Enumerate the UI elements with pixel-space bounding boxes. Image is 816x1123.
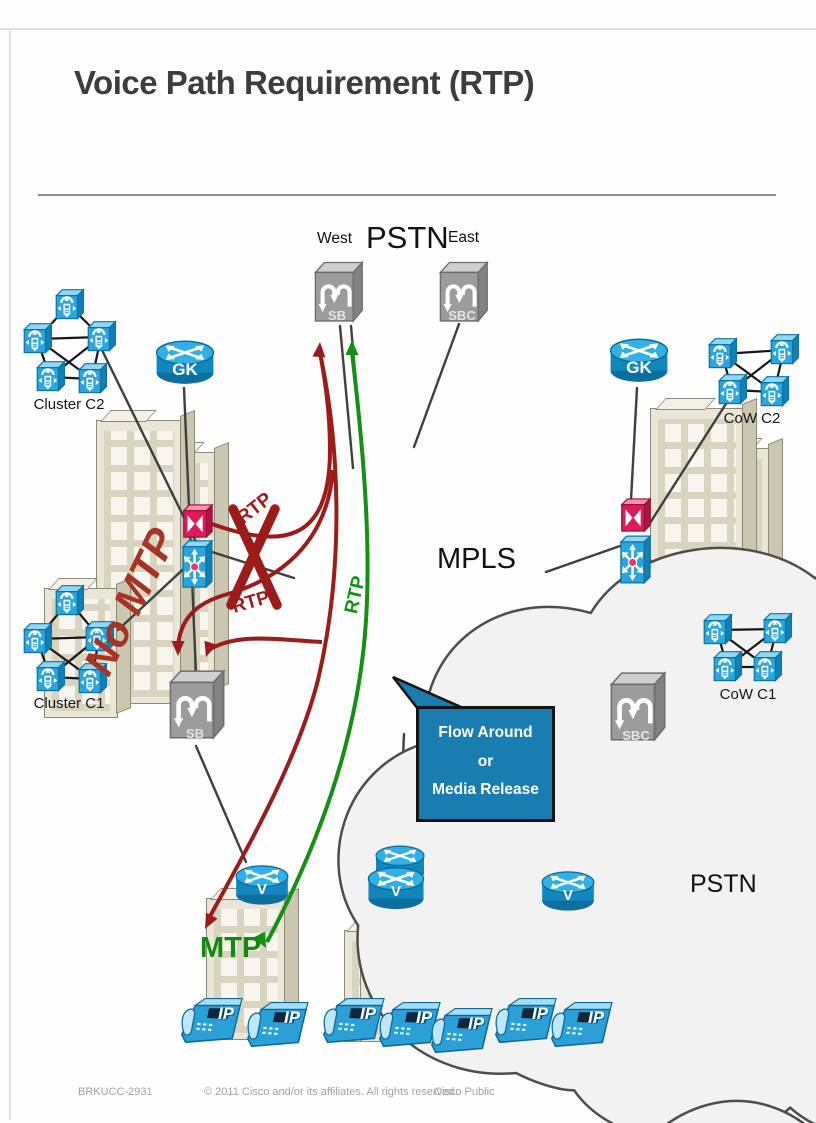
- mtp-annotation: MTP: [200, 932, 262, 964]
- flow-around-callout: Flow Around or Media Release: [416, 706, 555, 822]
- pstn-bottom-label: PSTN: [690, 870, 757, 898]
- gateway-label: V: [256, 881, 267, 898]
- callmanager-icon: [52, 288, 86, 322]
- cow-c2: CoW C2: [702, 322, 802, 432]
- ip-phone-label: IP: [218, 1004, 235, 1023]
- callmanager-icon: [715, 373, 749, 407]
- callmanager-icon: [700, 613, 734, 647]
- pstn-east-label: East: [448, 229, 480, 246]
- ip-phone: IP: [488, 988, 558, 1050]
- footer-session-id: BRKUCC-2931: [78, 1086, 153, 1098]
- callout-line: Flow Around: [438, 724, 533, 741]
- cluster-label: Cluster C2: [33, 396, 105, 413]
- content-switch-right: [618, 496, 652, 534]
- callout-line: or: [477, 752, 494, 770]
- sbc-label: SBC: [448, 308, 476, 323]
- callmanager-icon: [705, 337, 739, 371]
- slide-left-border: [9, 28, 11, 1120]
- sbc-pstn-west: SB: [308, 258, 366, 330]
- slide-top-border: [0, 28, 816, 30]
- footer-copyright: © 2011 Cisco and/or its affiliates. All …: [204, 1086, 458, 1098]
- content-switch-icon: [180, 502, 214, 540]
- gateway-label: V: [390, 883, 401, 900]
- ip-phone: IP: [424, 998, 494, 1060]
- title-divider: [38, 194, 776, 196]
- mpls-cloud: [324, 1101, 816, 1123]
- callout-line: Media Release: [432, 781, 539, 799]
- callmanager-icon: [760, 612, 794, 646]
- callmanager-icon: [84, 320, 118, 354]
- sbc-label: SB: [327, 308, 347, 323]
- cluster-c2: Cluster C2: [14, 286, 124, 421]
- ip-phone: IP: [372, 992, 442, 1054]
- callmanager-icon: [52, 584, 86, 618]
- callmanager-icon: [710, 650, 744, 684]
- ip-phone: IP: [174, 988, 244, 1050]
- building-bottom-left: [206, 898, 286, 1040]
- content-switch-left: [180, 502, 214, 540]
- callmanager-icon: [20, 322, 54, 356]
- cluster-label: CoW C1: [719, 686, 777, 703]
- sbc-right: SBC: [603, 668, 669, 750]
- gateway-label: V: [562, 887, 573, 904]
- content-switch-icon: [618, 496, 652, 534]
- cluster-label: CoW C2: [723, 410, 781, 427]
- voice-gateway-bottom-center: V: [364, 858, 428, 914]
- sbc-pstn-east: SBC: [432, 258, 492, 330]
- multilayer-switch-icon: [617, 533, 652, 586]
- ip-phone-label: IP: [360, 1004, 377, 1023]
- callmanager-icon: [33, 360, 67, 394]
- sbc-label: SBC: [622, 728, 650, 743]
- multilayer-switch-right: [617, 533, 652, 586]
- gatekeeper-label: GK: [626, 358, 652, 377]
- callmanager-icon: [750, 650, 784, 684]
- ip-phone: IP: [240, 992, 310, 1054]
- pstn-top-label: PSTN: [366, 220, 449, 255]
- ip-phone-label: IP: [532, 1004, 549, 1023]
- rtp-green-path: [265, 351, 370, 943]
- building-windows: [104, 431, 174, 697]
- no-path-x-icon: [226, 504, 282, 610]
- page-title: Voice Path Requirement (RTP): [74, 64, 535, 101]
- rtp-green-arrowheads: [253, 340, 359, 948]
- sbc-left: SB: [162, 666, 228, 748]
- ip-phone: IP: [544, 992, 614, 1054]
- callmanager-icon: [20, 622, 54, 656]
- callmanager-icon: [757, 375, 791, 409]
- ip-phone: IP: [316, 988, 386, 1050]
- gatekeeper-right: GK: [606, 328, 672, 388]
- ip-phone-label: IP: [588, 1008, 605, 1027]
- pstn-west-label: West: [317, 230, 353, 247]
- ip-phone-label: IP: [416, 1008, 433, 1027]
- sbc-label: SB: [185, 726, 205, 741]
- rtp-red-paths: [176, 351, 339, 921]
- ip-phone-label: IP: [284, 1008, 301, 1027]
- voice-gateway-bottom-right: V: [538, 862, 598, 916]
- footer-classification: Cisco Public: [434, 1086, 495, 1098]
- rtp-red-arrowheads: [171, 342, 326, 929]
- cluster-c1: Cluster C1: [14, 582, 124, 717]
- gatekeeper-left: GK: [152, 330, 218, 390]
- callmanager-icon: [767, 333, 801, 367]
- callmanager-icon: [33, 660, 67, 694]
- voice-gateway-bottom-left: V: [232, 856, 292, 910]
- building-left-main: [96, 420, 182, 704]
- cow-c1: CoW C1: [698, 608, 798, 708]
- cluster-label: Cluster C1: [33, 695, 105, 712]
- callmanager-icon: [75, 362, 109, 396]
- mpls-label: MPLS: [437, 543, 516, 575]
- gatekeeper-label: GK: [172, 360, 198, 379]
- ip-phone-label: IP: [468, 1014, 485, 1033]
